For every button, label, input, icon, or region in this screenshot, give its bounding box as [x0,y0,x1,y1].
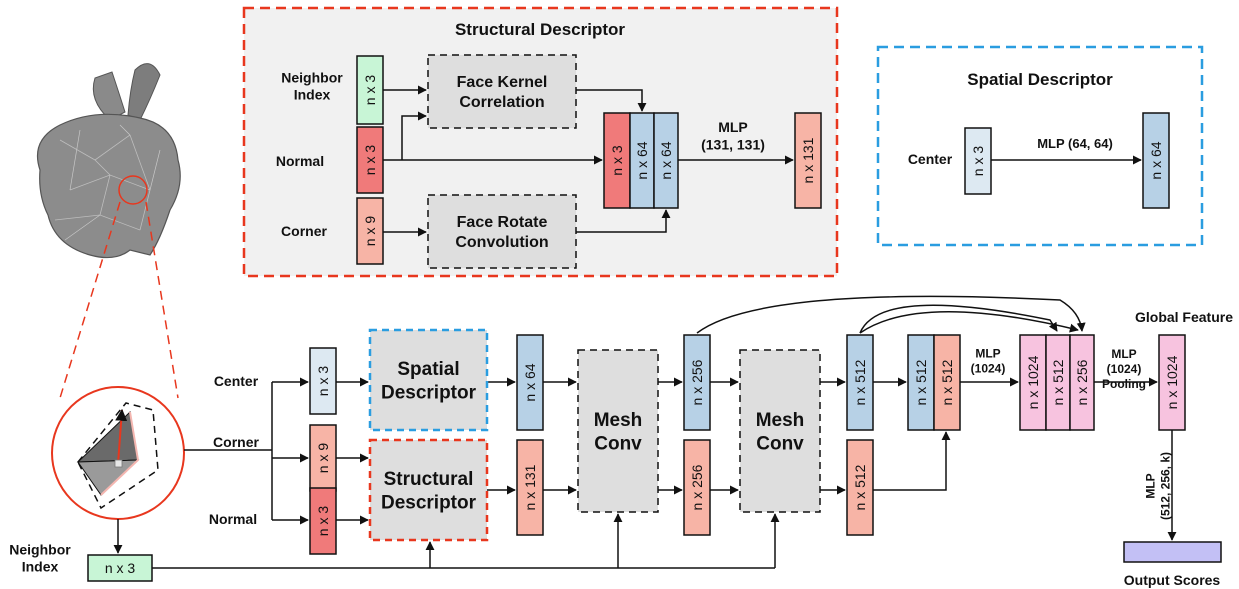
skip-arrow-512b [859,311,1079,334]
structural-panel-title: Structural Descriptor [455,20,625,39]
zoom-line-right [145,201,179,399]
cat-nx1024: n x 1024 [1019,334,1047,431]
struct-cat-nx3: n x 3 [603,112,631,209]
f-nx64-label: n x 64 [522,363,538,401]
f-nx131: n x 131 [516,439,544,536]
arrow-kernel-to-concat [576,89,647,112]
main-neighbor-vec: n x 3 [87,554,153,582]
cat-nx512a: n x 512 [907,334,935,431]
connector-layer [113,85,1177,569]
f-nx256b: n x 256 [683,439,711,536]
cat-nx1024-label: n x 1024 [1025,355,1041,409]
struct-cat-nx64a: n x 64 [629,112,655,209]
struct-cat-nx3-label: n x 3 [609,145,625,176]
struct-mlp-label: MLP(131, 131) [701,119,765,153]
struct-normal-vec-label: n x 3 [362,145,378,176]
struct-cat-nx64b: n x 64 [653,112,679,209]
global-nx1024-label: n x 1024 [1164,355,1180,409]
spatial-out-nx64: n x 64 [1142,112,1170,209]
arrow-normal-to-kernel [401,111,427,160]
struct-neighbor-vec-label: n x 3 [362,75,378,106]
global-nx1024: n x 1024 [1158,334,1186,431]
label-center-spatial: Center [908,151,953,167]
skip-arrow-256 [696,295,1086,334]
cat-nx512c: n x 512 [1045,334,1071,431]
f-nx256a: n x 256 [683,334,711,431]
output-scores-title: Output Scores [1124,572,1221,588]
cat-nx256c-label: n x 256 [1074,359,1090,405]
bunny-mesh-icon [36,63,181,259]
f-nx512b: n x 512 [846,439,874,536]
f-nx256a-label: n x 256 [689,359,705,405]
main-normal-vec-label: n x 3 [315,506,331,537]
main-normal-vec: n x 3 [309,487,337,555]
cat-nx512b-label: n x 512 [939,359,955,405]
struct-cat-nx64a-label: n x 64 [634,141,650,179]
spatial-panel-title: Spatial Descriptor [967,70,1113,89]
zoom-line-left [59,201,121,399]
mlp-1024-label: MLP(1024) [971,347,1006,376]
mlp-final-label: MLP(512, 256, k) [1144,452,1173,520]
struct-corner-vec: n x 9 [356,197,384,265]
arrow-f512b-to-concat [873,431,951,491]
main-corner-vec: n x 9 [309,424,337,492]
label-normal-top: Normal [276,153,324,169]
struct-normal-vec: n x 3 [356,126,384,194]
f-nx512a-label: n x 512 [852,359,868,405]
struct-corner-vec-label: n x 9 [362,216,378,247]
struct-neighbor-vec: n x 3 [356,55,384,125]
spatial-out-nx64-label: n x 64 [1148,141,1164,179]
f-nx512a: n x 512 [846,334,874,431]
main-corner-vec-label: n x 9 [315,443,331,474]
skip-arrow-512 [859,304,1058,334]
main-neighbor-vec-label: n x 3 [105,560,136,576]
label-normal-main: Normal [209,511,257,527]
label-center-main: Center [214,373,259,389]
spatial-in-nx3: n x 3 [964,127,992,195]
cat-nx512c-label: n x 512 [1050,359,1066,405]
zoomed-face-icon [51,386,185,520]
global-feature-title: Global Feature [1135,309,1233,325]
struct-out-nx131-label: n x 131 [800,137,816,183]
struct-cat-nx64b-label: n x 64 [658,141,674,179]
spatial-mlp-label: MLP (64, 64) [1037,136,1113,151]
f-nx64: n x 64 [516,334,544,431]
cat-nx512b: n x 512 [933,334,961,431]
mlp-pooling-label: MLP(1024)Pooling [1102,347,1146,391]
f-nx512b-label: n x 512 [852,464,868,510]
spatial-in-nx3-label: n x 3 [970,146,986,177]
f-nx131-label: n x 131 [522,464,538,510]
struct-out-nx131: n x 131 [794,112,822,209]
cat-nx256c: n x 256 [1069,334,1095,431]
label-corner-top: Corner [281,223,327,239]
arrow-rotate-to-concat [576,209,671,233]
f-nx256b-label: n x 256 [689,464,705,510]
main-center-vec-label: n x 3 [315,366,331,397]
label-corner-main: Corner [213,434,259,450]
output-scores-bar [1123,541,1222,563]
main-center-vec: n x 3 [309,347,337,415]
cat-nx512a-label: n x 512 [913,359,929,405]
